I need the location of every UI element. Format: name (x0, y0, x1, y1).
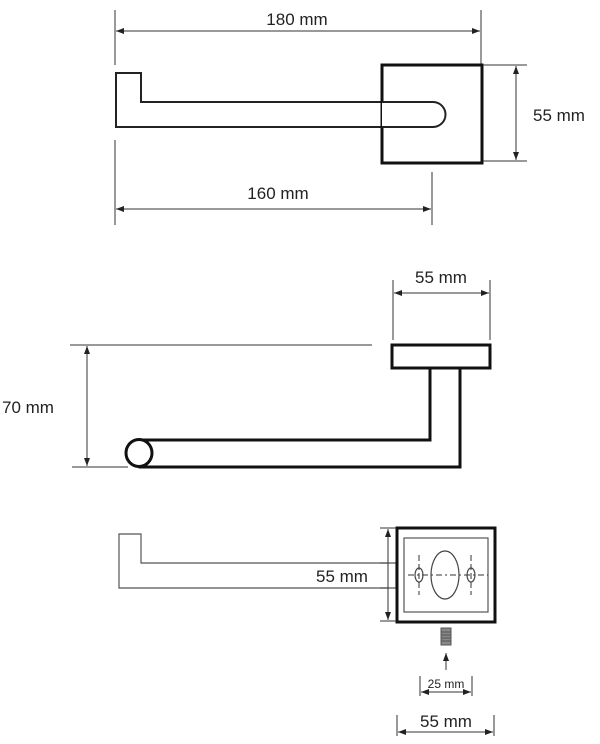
top-view: 180 mm 55 mm 160 mm (114, 10, 585, 225)
screw-slot (466, 567, 476, 583)
screw-icon (440, 627, 452, 646)
bracket-arm (115, 72, 383, 128)
center-hole (430, 550, 460, 600)
dim-label-25: 25 mm (428, 677, 465, 691)
bar-end (124, 438, 154, 468)
dim-label-55-horizontal: 55 mm (420, 712, 472, 731)
wall-plate (390, 343, 492, 370)
dim-label-55-vertical: 55 mm (316, 567, 368, 586)
side-view: 55 mm 70 mm (2, 268, 492, 469)
bracket-arm (138, 368, 462, 469)
dim-label-55: 55 mm (415, 268, 467, 287)
dim-label-180: 180 mm (266, 10, 327, 29)
bar-end (382, 101, 447, 128)
dim-label-70: 70 mm (2, 398, 54, 417)
screw-slot (414, 567, 424, 583)
bottom-view: 55 mm 25 mm 55 mm (118, 526, 497, 736)
dim-label-55: 55 mm (533, 106, 585, 125)
dim-label-160: 160 mm (247, 184, 308, 203)
